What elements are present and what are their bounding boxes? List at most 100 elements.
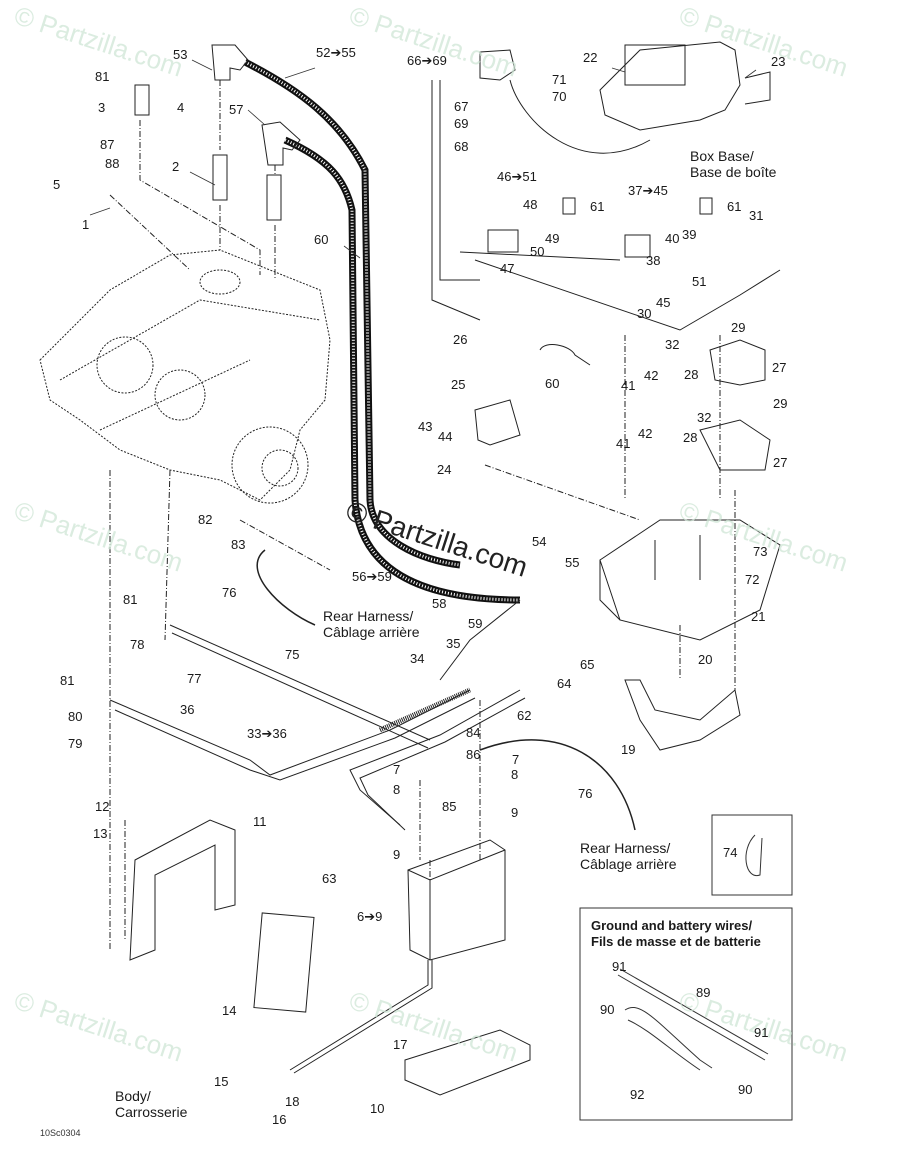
callout-label: 41 [621,378,636,393]
pad-14 [253,912,315,1013]
callout-label: 81 [60,673,75,688]
callout-label: 26 [453,332,468,347]
callout-label: 9 [393,847,401,862]
callout-label: 11 [253,814,267,829]
callout-label: 7 [512,752,520,767]
callout-label: 69 [454,116,469,131]
note-box-base: Box Base/ Base de boîte [690,148,777,180]
callout-label: 33➔36 [247,726,287,741]
callout-label: 12 [95,799,110,814]
callout-label: 52➔55 [316,45,356,60]
callout-label: 36 [180,702,195,717]
callout-label: 48 [523,197,538,212]
callout-label: 25 [451,377,466,392]
callout-label: 90 [738,1082,753,1097]
callout-label: 20 [698,652,713,667]
callout-label: 86 [466,747,481,762]
callout-label: 91 [754,1025,769,1040]
callout-label: 2 [172,159,180,174]
callout-label: 70 [552,89,567,104]
callout-label: 9 [511,805,519,820]
callout-label: 28 [684,367,699,382]
spark-plug-cap-53 [211,44,249,81]
callout-label: 79 [68,736,83,751]
callout-label: 13 [93,826,108,841]
spark-plug-cap-57 [261,121,301,166]
callout-label: 39 [682,227,697,242]
callout-label: 76 [222,585,237,600]
callout-label: 49 [545,231,560,246]
callout-label: 78 [130,637,145,652]
callout-label: 53 [173,47,188,62]
callout-label: 37➔45 [628,183,668,198]
callout-label: 55 [565,555,580,570]
callout-label: 34 [410,651,425,666]
callout-label: 56➔59 [352,569,392,584]
note-rear-harness: Rear Harness/ Câblage arrière [580,840,677,872]
ground-wire-17 [289,960,429,1071]
battery-tray-10 [404,1029,531,1096]
callout-label: 10 [370,1101,385,1116]
callout-label: 8 [511,767,519,782]
callout-label: 3 [98,100,106,115]
battery-holder-11 [129,819,236,961]
callout-label: 32 [665,337,680,352]
callout-label: 57 [229,102,244,117]
callout-label: 38 [646,253,661,268]
callout-label: 44 [438,429,453,444]
callout-label: 46➔51 [497,169,537,184]
callout-label: 62 [517,708,532,723]
cable-62 [349,689,521,826]
spark-plug-2b [266,174,282,221]
note-body: Body/ Carrosserie [115,1088,188,1120]
callout-label: 67 [454,99,469,114]
callout-label: 28 [683,430,698,445]
callout-label: 59 [468,616,483,631]
callout-label: 40 [665,231,680,246]
callout-label: 27 [772,360,787,375]
callout-label: 60 [314,232,329,247]
callout-label: 50 [530,244,545,259]
callout-label: 80 [68,709,83,724]
inset-box-ground-wires [579,907,793,1121]
callout-label: 73 [753,544,768,559]
callout-label: 14 [222,1003,237,1018]
note-rear-harness: Rear Harness/ Câblage arrière [323,608,420,640]
callout-label: 23 [771,54,786,69]
callout-label: 24 [437,462,452,477]
seal-61b [699,197,713,215]
ground-wire-89 [617,974,766,1061]
callout-label: 22 [583,50,598,65]
battery-6 [407,839,506,961]
callout-label: 29 [731,320,746,335]
callout-label: 65 [580,657,595,672]
seal-23 [744,71,771,105]
callout-label: 66➔69 [407,53,447,68]
crimp-tool-92 [624,1006,713,1071]
bracket-27b [699,419,771,471]
electronic-module-21 [599,519,781,641]
callout-label: 41 [616,436,631,451]
callout-label: 64 [557,676,572,691]
inset-box-tie-strap [711,814,793,896]
callout-label: 21 [751,609,766,624]
callout-label: 54 [532,534,547,549]
callout-label: 47 [500,261,515,276]
callout-label: 88 [105,156,120,171]
callout-label: 91 [612,959,627,974]
cable-33 [109,689,471,776]
connector-38 [624,234,651,258]
engine-assembly [39,249,331,504]
ground-wires-box-title: Ground and battery wires/ Fils de masse … [591,918,761,949]
callout-label: 43 [418,419,433,434]
callout-label: 42 [644,368,659,383]
tie-strap-60 [539,344,591,366]
callout-label: 61 [590,199,605,214]
callout-label: 31 [749,208,764,223]
relay-block-66 [479,49,516,81]
mount-bracket-19 [624,679,741,751]
temp-sensor-3 [134,84,150,116]
callout-label: 76 [578,786,593,801]
callout-label: 60 [545,376,560,391]
